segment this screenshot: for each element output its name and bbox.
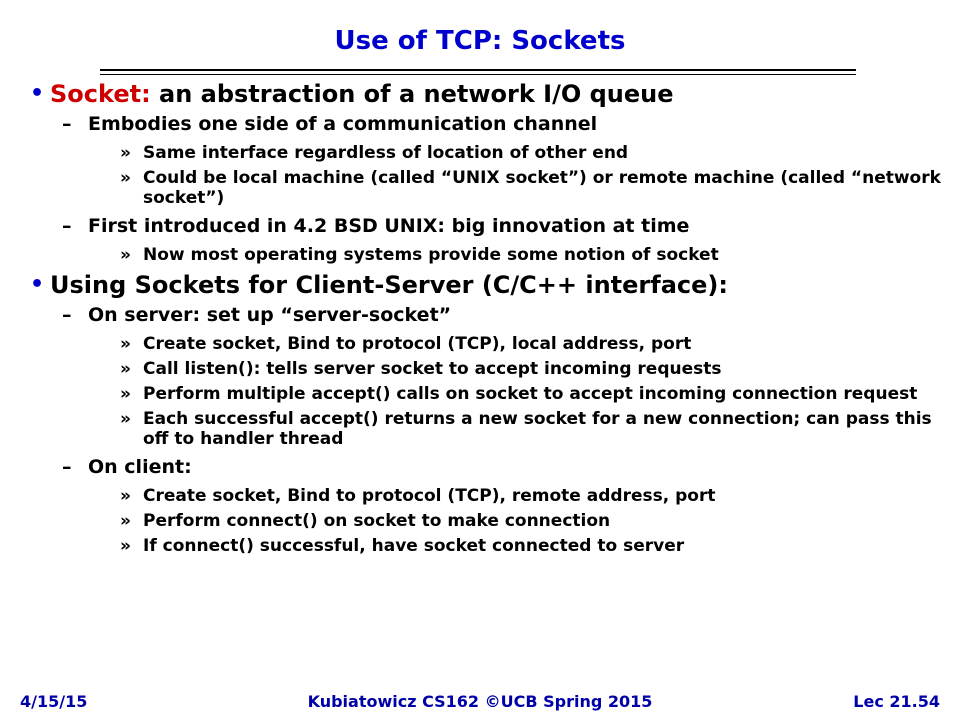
- sub-sub-bullet: »Perform multiple accept() calls on sock…: [120, 384, 918, 404]
- bullet-dot-icon: •: [30, 272, 45, 297]
- sub-sub-bullet: »Perform connect() on socket to make con…: [120, 511, 611, 531]
- bullet-client-server: • Using Sockets for Client-Server (C/C++…: [30, 269, 950, 301]
- chevron-icon: »: [120, 384, 131, 404]
- bullet-text: an abstraction of a network I/O queue: [150, 80, 674, 108]
- chevron-icon: »: [120, 168, 131, 188]
- sub-sub-bullet: »Create socket, Bind to protocol (TCP), …: [120, 334, 692, 354]
- dash-icon: –: [62, 215, 72, 237]
- sub-bullet: –On server: set up “server-socket”: [30, 301, 950, 329]
- chevron-icon: »: [120, 143, 131, 163]
- sub-sub-bullet: »Now most operating systems provide some…: [120, 245, 719, 265]
- sub-sub-bullet: »Each successful accept() returns a new …: [120, 409, 932, 449]
- chevron-icon: »: [120, 409, 131, 429]
- slide-body: • Socket: an abstraction of a network I/…: [30, 76, 950, 560]
- sub-bullet: –Embodies one side of a communication ch…: [30, 110, 950, 138]
- sub-sub-bullet: »Could be local machine (called “UNIX so…: [120, 168, 941, 208]
- sub-sub-bullet: »If connect() successful, have socket co…: [120, 536, 685, 556]
- title-rule-thin: [100, 74, 856, 75]
- slide-title: Use of TCP: Sockets: [334, 26, 626, 56]
- chevron-icon: »: [120, 359, 131, 379]
- chevron-icon: »: [120, 536, 131, 556]
- bullet-socket-definition: • Socket: an abstraction of a network I/…: [30, 78, 950, 110]
- socket-keyword: Socket:: [50, 80, 151, 108]
- dash-icon: –: [62, 304, 72, 326]
- sub-bullet: –On client:: [30, 453, 950, 481]
- sub-sub-bullet: »Call listen(): tells server socket to a…: [120, 359, 722, 379]
- sub-sub-bullet: »Same interface regardless of location o…: [120, 143, 629, 163]
- footer-course: Kubiatowicz CS162 ©UCB Spring 2015: [307, 692, 653, 711]
- chevron-icon: »: [120, 245, 131, 265]
- title-rule: [100, 69, 856, 71]
- dash-icon: –: [62, 113, 72, 135]
- dash-icon: –: [62, 456, 72, 478]
- chevron-icon: »: [120, 511, 131, 531]
- sub-sub-bullet: »Create socket, Bind to protocol (TCP), …: [120, 486, 716, 506]
- sub-bullet: –First introduced in 4.2 BSD UNIX: big i…: [30, 212, 950, 240]
- footer-lecture: Lec 21.54: [853, 692, 940, 711]
- chevron-icon: »: [120, 334, 131, 354]
- footer-date: 4/15/15: [20, 692, 88, 711]
- chevron-icon: »: [120, 486, 131, 506]
- bullet-dot-icon: •: [30, 81, 45, 106]
- bullet-text: Using Sockets for Client-Server (C/C++ i…: [50, 271, 728, 299]
